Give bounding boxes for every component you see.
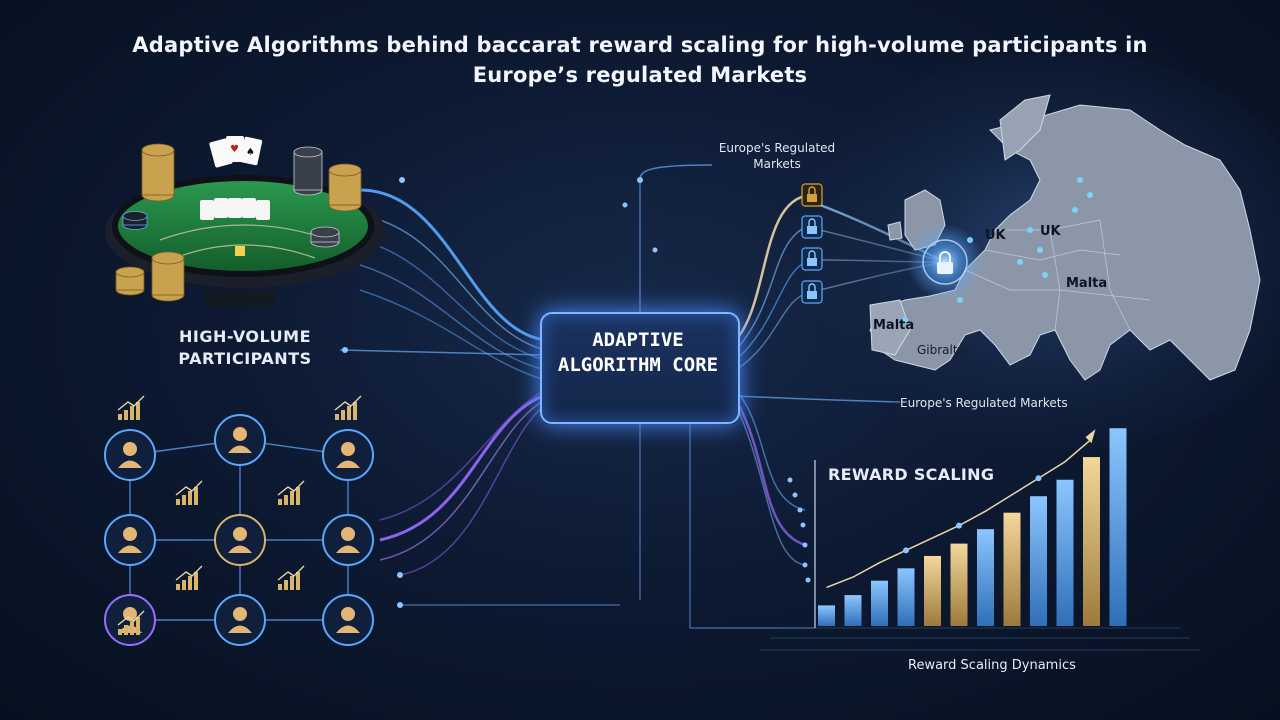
- algorithm-core-label: ADAPTIVE ALGORITHM CORE: [557, 329, 719, 376]
- svg-text:♠: ♠: [246, 147, 255, 158]
- chart-floor-grid: [760, 627, 1200, 651]
- user-icon: [104, 594, 156, 646]
- chip-stack-icon: [115, 143, 362, 302]
- chart-trend-point: [903, 547, 909, 554]
- chart-bar-4: [897, 568, 915, 626]
- chart-trend-point: [1035, 475, 1042, 482]
- user-icon: [214, 514, 266, 566]
- user-icon: [214, 594, 266, 646]
- chart-bar-5: [924, 555, 941, 626]
- chart-bar-7: [977, 529, 994, 626]
- bar-growth-icon: [175, 480, 203, 505]
- chart-bar-6: [950, 543, 968, 626]
- algorithm-core-box: [540, 312, 740, 424]
- bar-growth-icon: [277, 565, 305, 590]
- svg-text:♥: ♥: [230, 144, 239, 155]
- lock-icon: [937, 251, 953, 274]
- chart-bar-11: [1083, 457, 1100, 626]
- chart-bar-12: [1109, 428, 1127, 626]
- map-label-uk-1: UK: [985, 228, 1006, 243]
- map-label-uk-2: UK: [1040, 224, 1061, 239]
- chart-trend-arrow: [1085, 429, 1096, 444]
- reward-dynamics-label: Reward Scaling Dynamics: [908, 658, 1076, 673]
- user-icon: [214, 414, 266, 466]
- bar-growth-icon: [117, 395, 145, 420]
- europe-map: [800, 50, 1280, 450]
- market-lock-icons: [801, 183, 823, 304]
- chart-bar-10: [1056, 479, 1074, 626]
- reward-chart: [760, 428, 1200, 651]
- user-icon: [104, 514, 156, 566]
- chart-bar-3: [871, 580, 888, 626]
- europe-markets-label-mid: Europe's Regulated Markets: [900, 396, 1068, 410]
- chart-bar-9: [1030, 496, 1047, 626]
- chart-bar-2: [844, 595, 862, 626]
- bar-growth-icon: [175, 565, 203, 590]
- map-label-malta-1: Malta: [1066, 276, 1108, 291]
- user-nodes: [104, 414, 374, 646]
- chart-bar-8: [1003, 512, 1021, 626]
- europe-markets-label-top: Europe's Regulated Markets: [718, 141, 836, 171]
- user-icon: [322, 429, 374, 481]
- bar-growth-icon: [334, 395, 362, 420]
- page-title: Adaptive Algorithms behind baccarat rewa…: [132, 33, 1148, 87]
- map-label-malta-2: Malta: [873, 318, 915, 333]
- chart-trend-point: [956, 522, 962, 529]
- user-icon: [104, 429, 156, 481]
- chart-bar-1: [818, 605, 835, 626]
- map-label-gibraltar: Gibraltar: [917, 343, 970, 357]
- high-volume-label: HIGH-VOLUME PARTICIPANTS: [178, 327, 312, 368]
- playing-cards-icon: ♥ ♠: [209, 136, 263, 168]
- user-icon: [322, 594, 374, 646]
- growth-icons: [117, 395, 362, 635]
- flow-nodes: [342, 177, 811, 608]
- flow-lines-left: [339, 188, 620, 606]
- user-icon: [322, 514, 374, 566]
- reward-scaling-title: REWARD SCALING: [828, 465, 995, 484]
- bar-growth-icon: [277, 480, 305, 505]
- bar-growth-icon: [117, 610, 145, 635]
